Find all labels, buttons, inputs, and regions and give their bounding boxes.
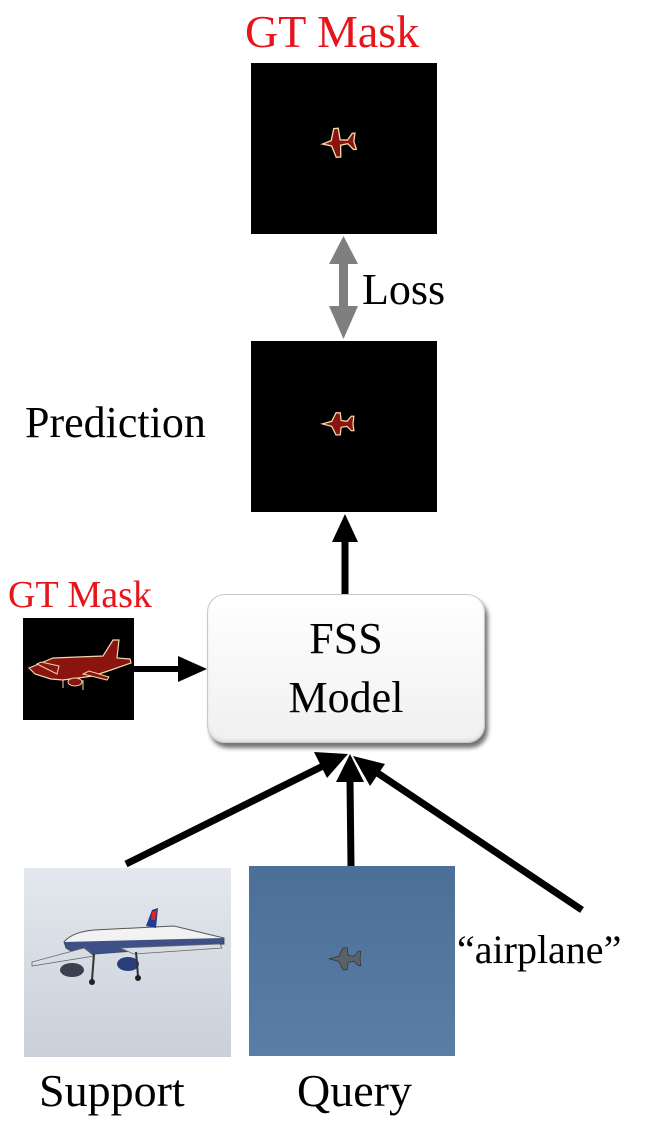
loss-double-arrow bbox=[329, 236, 358, 339]
airliner-photo-icon bbox=[31, 908, 225, 985]
gt-mask-top-image bbox=[251, 63, 437, 234]
fss-model-line2: Model bbox=[288, 673, 404, 722]
query-to-model-arrow bbox=[336, 754, 364, 867]
support-image bbox=[24, 868, 231, 1057]
gt-mask-support-label: GT Mask bbox=[8, 574, 152, 616]
mask-to-model-arrow bbox=[134, 656, 207, 682]
support-to-model-arrow bbox=[124, 752, 348, 868]
model-to-prediction-arrow bbox=[332, 514, 358, 594]
jet-mask-icon bbox=[320, 127, 358, 159]
query-label: Query bbox=[297, 1065, 412, 1116]
fss-model-line1: FSS bbox=[309, 614, 383, 663]
airliner-mask-icon bbox=[27, 639, 132, 690]
jet-prediction-icon bbox=[319, 412, 355, 436]
prediction-image bbox=[251, 341, 437, 512]
query-image bbox=[249, 866, 455, 1056]
loss-label: Loss bbox=[362, 265, 446, 314]
jet-photo-icon bbox=[328, 947, 362, 971]
text-prompt-label: “airplane” bbox=[457, 927, 622, 972]
fss-model-box: FSS Model bbox=[207, 594, 485, 743]
text-to-model-arrow bbox=[353, 756, 584, 913]
support-label: Support bbox=[39, 1065, 185, 1116]
gt-mask-top-label: GT Mask bbox=[245, 6, 420, 57]
prediction-label: Prediction bbox=[25, 398, 206, 447]
gt-mask-support-image bbox=[23, 618, 134, 720]
